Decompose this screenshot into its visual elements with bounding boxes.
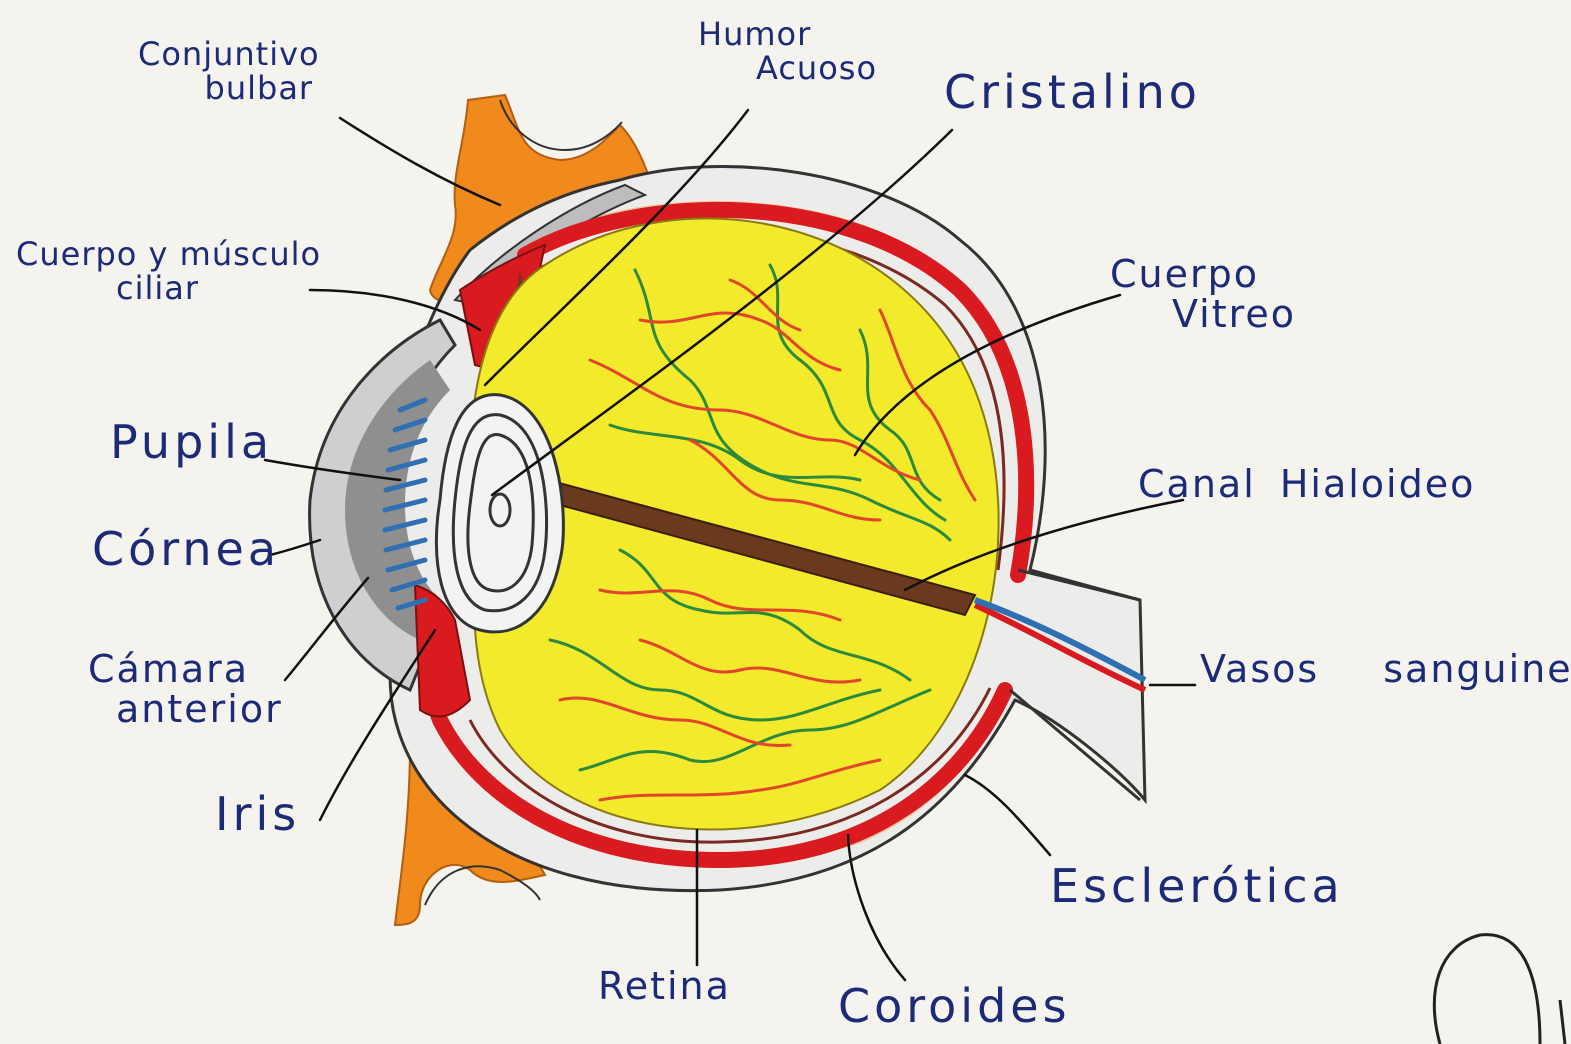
label-cuerpo-vitreo: Cuerpo Vitreo [1110,255,1296,335]
label-cristalino: Cristalino [944,68,1201,116]
label-cornea: Córnea [92,525,280,573]
label-camara-anterior: Cámara anterior [88,650,283,730]
label-iris: Iris [215,790,300,838]
label-coroides: Coroides [838,982,1071,1030]
label-vasos-sanguineos: Vasos sanguineos [1200,650,1571,690]
label-pupila: Pupila [110,418,273,466]
label-conjuntiva-bulbar: Conjuntivo bulbar [138,38,320,105]
label-humor-acuoso: Humor Acuoso [698,18,877,85]
label-retina: Retina [598,967,731,1007]
corner-mark [1434,935,1540,1044]
label-cuerpo-musculo-ciliar: Cuerpo y músculo ciliar [16,238,321,305]
label-canal-hialoideo: Canal Hialoideo [1138,465,1475,505]
lens [436,395,563,632]
label-esclerotica: Esclerótica [1050,862,1344,910]
